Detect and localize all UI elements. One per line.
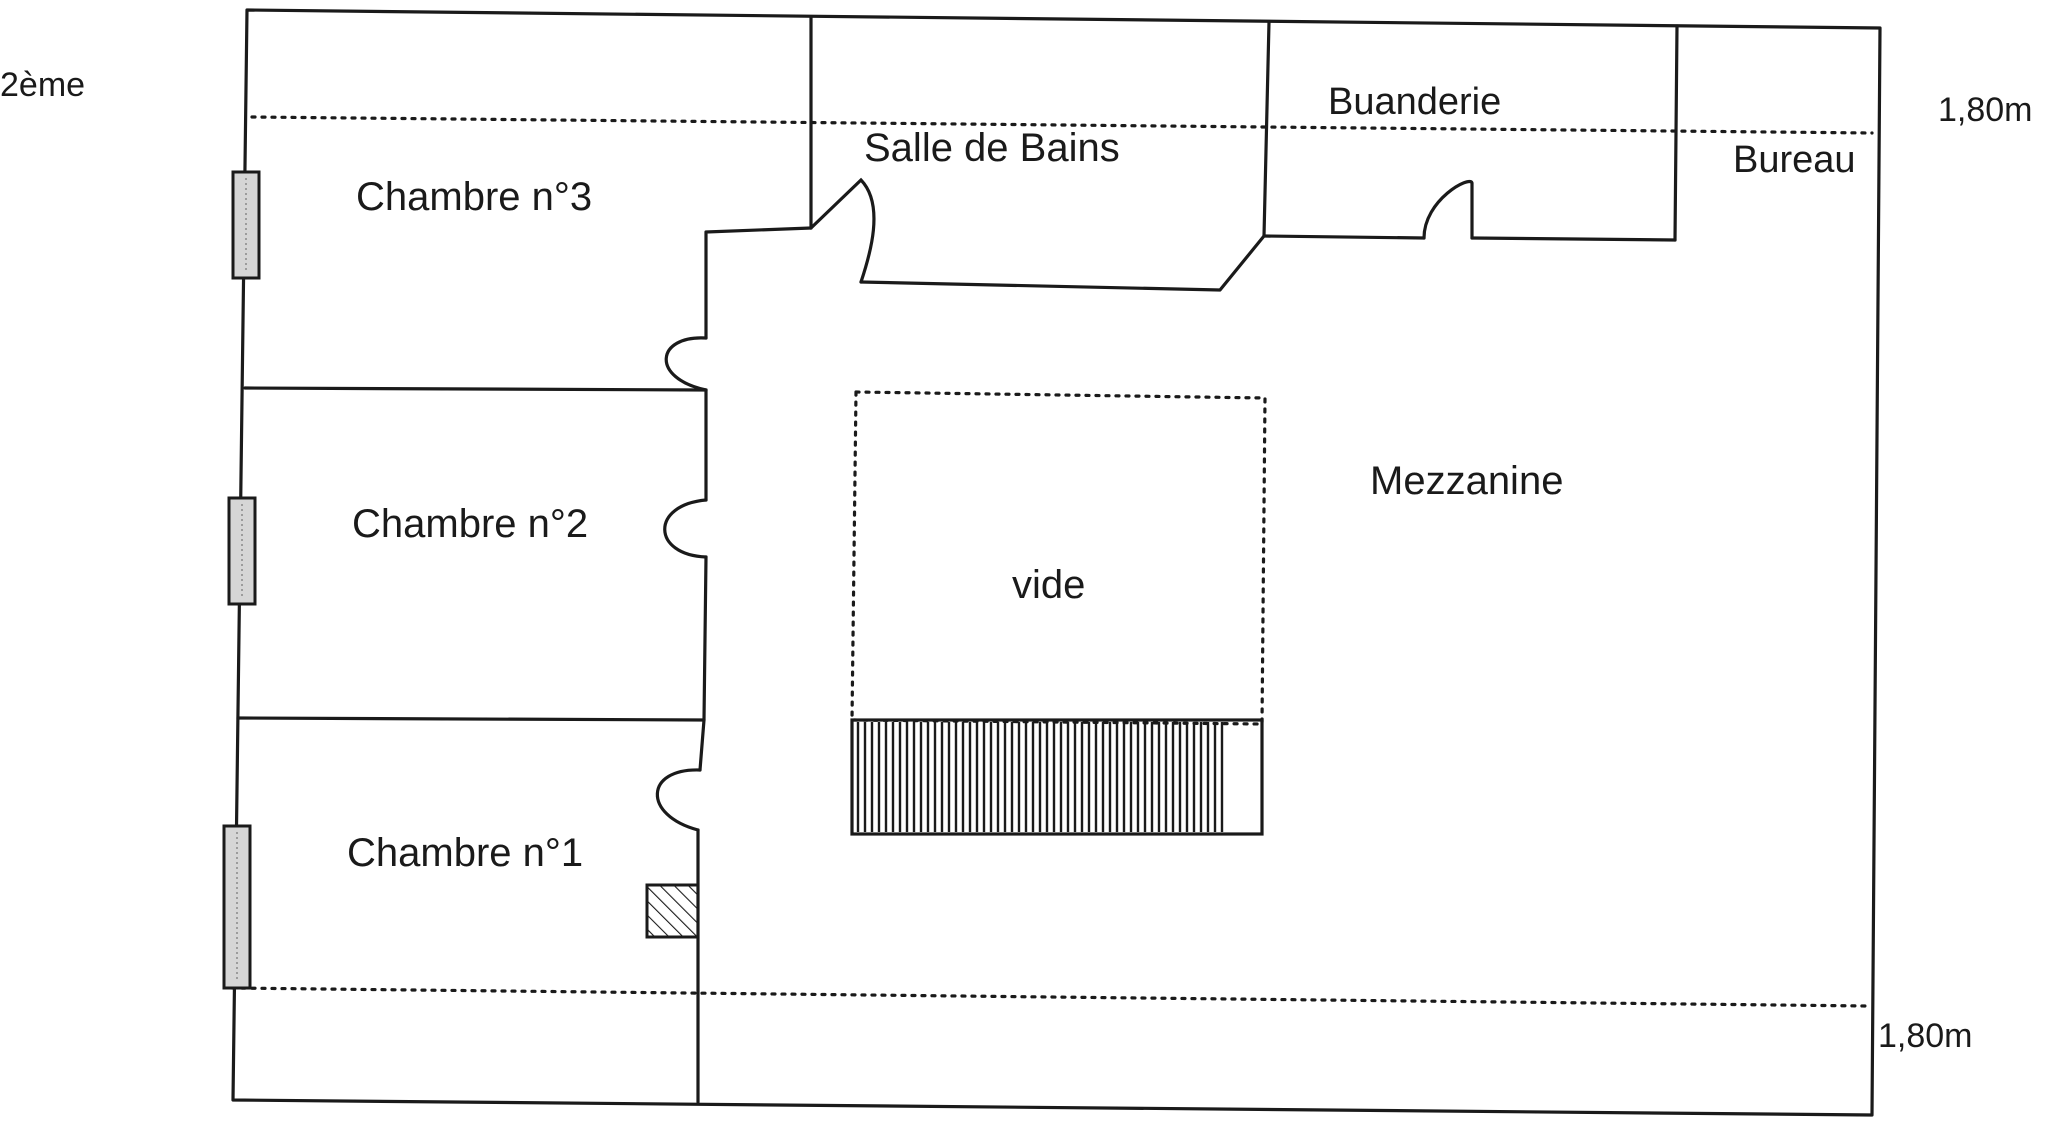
window-icon [231,170,261,280]
wall-buanderie-bottom [1262,234,1426,240]
room-label-buanderie: Buanderie [1328,81,1501,123]
window-icon [222,824,252,990]
door-sdb [809,177,876,284]
door-chambre3 [664,336,708,392]
chimney-duct-icon [645,883,700,939]
door-chambre1 [655,768,702,832]
floor-label: 2ème [0,66,85,104]
room-label-chambre-3: Chambre n°3 [356,175,592,219]
room-label-bureau: Bureau [1733,139,1856,181]
height-line-bottom [230,986,1870,1008]
corridor-wall-upper [704,226,813,340]
door-buanderie [1422,179,1474,240]
wall-sdb-bottom [859,234,1266,292]
wall-chambre2-chambre1 [236,716,706,722]
room-label-chambre-1: Chambre n°1 [347,831,583,875]
corridor-wall-mid2 [698,555,708,772]
wall-buanderie-bureau [1673,24,1679,242]
wall-sdb-buanderie [1262,20,1271,238]
stairs-icon [850,718,1264,836]
height-line-top [250,115,1874,135]
room-label-mezzanine: Mezzanine [1370,459,1563,503]
height-mark-top: 1,80m [1938,91,2033,129]
room-label-vide: vide [1012,563,1085,607]
height-mark-bottom: 1,80m [1878,1017,1973,1055]
void-outline [850,390,1267,726]
wall-chambre3-chambre2 [243,386,708,392]
outer-wall [231,8,1882,1117]
wall-buanderie-bottom-2 [1470,236,1677,242]
room-label-salle-de-bains: Salle de Bains [864,126,1120,170]
window-icon [227,496,257,606]
door-chambre2 [663,498,708,559]
room-label-chambre-2: Chambre n°2 [352,502,588,546]
